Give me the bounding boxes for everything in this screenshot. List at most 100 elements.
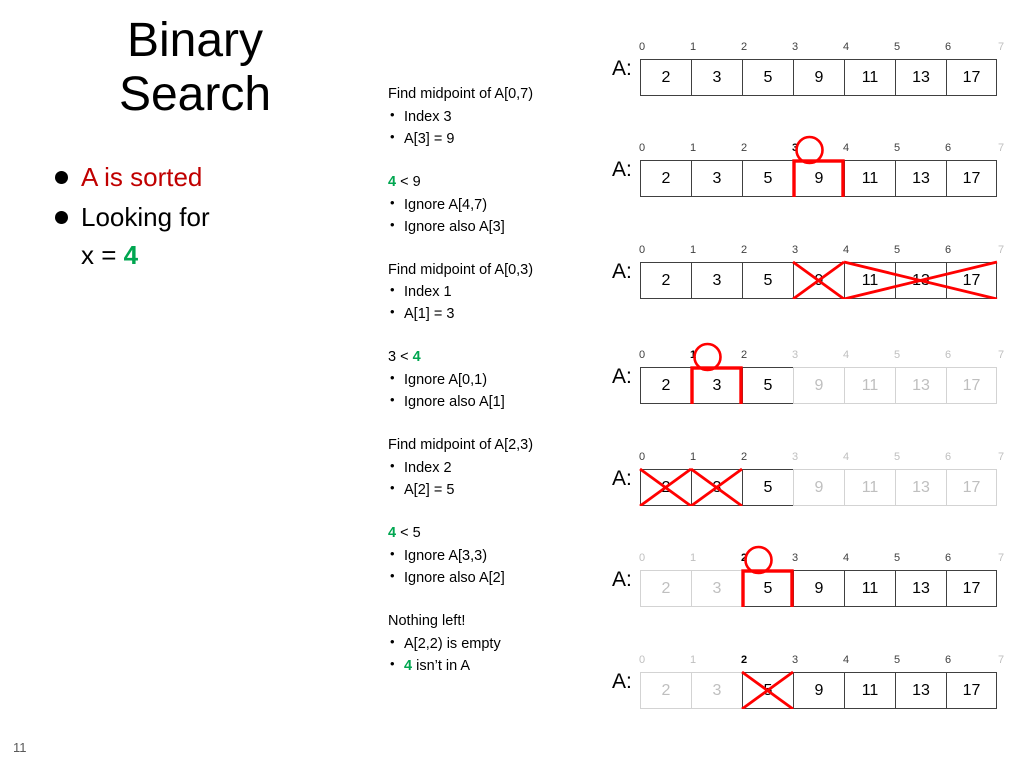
array-index-label-2: 2 [740, 244, 748, 256]
step-bullet: A[3] = 9 [388, 127, 588, 150]
step-bullet-list: Index 1A[1] = 3 [388, 280, 588, 325]
array-cell-5[interactable]: 13 [895, 570, 946, 607]
array-cell-2[interactable]: 5 [742, 160, 793, 197]
bullet-list: A is sorted Looking for x = 4 [55, 160, 365, 274]
step-bullet-list: Ignore A[3,3)Ignore also A[2] [388, 544, 588, 589]
array-cell-6[interactable]: 17 [946, 469, 997, 506]
array-index-label-6: 6 [944, 552, 952, 564]
steps-column: Find midpoint of A[0,7)Index 3A[3] = 94 … [388, 84, 588, 677]
array-cell-0[interactable]: 2 [640, 59, 691, 96]
array-cell-2[interactable]: 5 [742, 262, 793, 299]
array-cell-4[interactable]: 11 [844, 367, 895, 404]
array-index-label-0: 0 [638, 654, 646, 666]
array-cell-3[interactable]: 9 [793, 262, 844, 299]
array-cell-5[interactable]: 13 [895, 262, 946, 299]
step-heading: Find midpoint of A[0,3) [388, 261, 534, 278]
array-cell-6[interactable]: 17 [946, 160, 997, 197]
step-bullet: Ignore A[0,1) [388, 368, 588, 391]
array-index-label-4: 4 [842, 552, 850, 564]
array-cell-1[interactable]: 3 [691, 59, 742, 96]
array-index-label-4: 4 [842, 41, 850, 53]
array-cell-0[interactable]: 2 [640, 672, 691, 709]
array-cell-0[interactable]: 2 [640, 570, 691, 607]
array-cell-3[interactable]: 9 [793, 469, 844, 506]
array-index-label-6: 6 [944, 654, 952, 666]
array-cell-3[interactable]: 9 [793, 570, 844, 607]
array-cell-3[interactable]: 9 [793, 59, 844, 96]
array-cell-3[interactable]: 9 [793, 160, 844, 197]
step-bullet-target: 4 [404, 657, 413, 674]
array-cell-5[interactable]: 13 [895, 672, 946, 709]
array-cell-1[interactable]: 3 [691, 367, 742, 404]
array-cell-6[interactable]: 17 [946, 59, 997, 96]
array-index-label-end: 7 [997, 244, 1005, 256]
array-cell-2[interactable]: 5 [742, 367, 793, 404]
array-cell-3[interactable]: 9 [793, 367, 844, 404]
array-index-label-0: 0 [638, 349, 646, 361]
array-cell-5[interactable]: 13 [895, 59, 946, 96]
step-bullet-list: Index 3A[3] = 9 [388, 105, 588, 150]
step-bullet-list: Ignore A[0,1)Ignore also A[1] [388, 368, 588, 413]
array-cell-0[interactable]: 2 [640, 160, 691, 197]
array-cell-0[interactable]: 2 [640, 262, 691, 299]
array-cell-6[interactable]: 17 [946, 672, 997, 709]
step-spacer [388, 150, 588, 172]
array-index-label-end: 7 [997, 142, 1005, 154]
array-index-label-end: 7 [997, 451, 1005, 463]
array-cell-1[interactable]: 3 [691, 160, 742, 197]
step-bullet: Ignore A[3,3) [388, 544, 588, 567]
array-index-label-0: 0 [638, 451, 646, 463]
step-heading: Find midpoint of A[2,3) [388, 437, 534, 454]
array-cell-6[interactable]: 17 [946, 367, 997, 404]
array-cell-1[interactable]: 3 [691, 570, 742, 607]
array-cell-5[interactable]: 13 [895, 469, 946, 506]
array-cell-4[interactable]: 11 [844, 672, 895, 709]
array-cell-6[interactable]: 17 [946, 570, 997, 607]
array-cell-2[interactable]: 5 [742, 469, 793, 506]
array-cell-1[interactable]: 3 [691, 262, 742, 299]
array-cell-2[interactable]: 5 [742, 59, 793, 96]
array-index-label-3: 3 [791, 244, 799, 256]
array-cell-1[interactable]: 3 [691, 469, 742, 506]
array-index-label-0: 0 [638, 41, 646, 53]
array-cell-0[interactable]: 2 [640, 469, 691, 506]
array-row-label: A: [612, 57, 632, 80]
array-cell-5[interactable]: 13 [895, 160, 946, 197]
array-cell-4[interactable]: 11 [844, 160, 895, 197]
step-block: 4 < 5 Ignore A[3,3)Ignore also A[2] [388, 523, 588, 589]
step-heading: 4 < 5 [388, 525, 421, 542]
array-cell-3[interactable]: 9 [793, 672, 844, 709]
array-cell-6[interactable]: 17 [946, 262, 997, 299]
array-index-label-3: 3 [791, 654, 799, 666]
array-row-label: A: [612, 260, 632, 283]
array-cell-2[interactable]: 5 [742, 570, 793, 607]
array-cell-4[interactable]: 11 [844, 469, 895, 506]
array-cell-4[interactable]: 11 [844, 570, 895, 607]
step-bullet: Ignore also A[3] [388, 215, 588, 238]
step-heading: 4 < 9 [388, 173, 421, 190]
array-cell-2[interactable]: 5 [742, 672, 793, 709]
array-cell-4[interactable]: 11 [844, 59, 895, 96]
step-spacer [388, 589, 588, 611]
array-cell-5[interactable]: 13 [895, 367, 946, 404]
array-cell-4[interactable]: 11 [844, 262, 895, 299]
step-spacer [388, 501, 588, 523]
array-row-label: A: [612, 158, 632, 181]
array-index-label-6: 6 [944, 349, 952, 361]
step-heading-target: 4 [388, 173, 397, 190]
array-index-label-4: 4 [842, 244, 850, 256]
bullet-label-looking: Looking for [81, 201, 210, 232]
array-cell-1[interactable]: 3 [691, 672, 742, 709]
title-line-2: Search [118, 67, 272, 121]
step-block: 4 < 9Ignore A[4,7)Ignore also A[3] [388, 172, 588, 238]
array-cell-0[interactable]: 2 [640, 367, 691, 404]
